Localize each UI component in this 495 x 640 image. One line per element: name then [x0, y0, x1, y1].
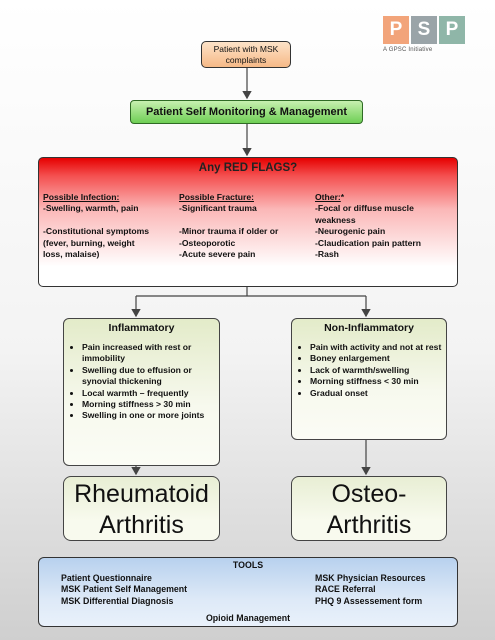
fracture-line: -Acute severe pain [179, 249, 256, 260]
logo-tile-p2: P [439, 16, 465, 44]
tools-box: TOOLS Patient Questionnaire MSK Patient … [38, 557, 458, 627]
infection-column: Possible Infection: -Swelling, warmth, p… [43, 192, 149, 260]
list-item: Lack of warmth/swelling [310, 365, 446, 376]
list-item: Boney enlargement [310, 353, 446, 364]
osteo-arthritis-box: Osteo- Arthritis [291, 476, 447, 541]
fracture-heading: Possible Fracture: [179, 192, 254, 202]
list-item: Gradual onset [310, 388, 446, 399]
list-item: Morning stiffness < 30 min [310, 376, 446, 387]
oa-line1: Osteo- [331, 480, 407, 508]
red-flags-title: Any RED FLAGS? [198, 162, 298, 174]
other-line: -Focal or diffuse muscle [315, 203, 414, 214]
list-item: Pain increased with rest or immobility [82, 342, 219, 365]
inflammatory-list: Pain increased with rest or immobility S… [64, 342, 219, 422]
patient-box-line2: complaints [225, 55, 267, 65]
other-line: -Claudication pain pattern [315, 237, 421, 248]
patient-msk-box: Patient with MSK complaints [201, 41, 291, 68]
other-line: weakness [315, 214, 356, 225]
non-inflammatory-panel: Non-Inflammatory Pain with activity and … [291, 318, 447, 440]
inflammatory-title: Inflammatory [108, 322, 175, 334]
other-column: Other:* -Focal or diffuse muscle weaknes… [315, 192, 421, 260]
other-heading-row: Other:* [315, 192, 421, 203]
logo-tile-p1: P [383, 16, 409, 44]
tools-right-column: MSK Physician Resources RACE Referral PH… [315, 573, 426, 607]
list-item: Pain with activity and not at rest [310, 342, 446, 353]
fracture-column: Possible Fracture: -Significant trauma -… [179, 192, 278, 260]
tools-title: TOOLS [232, 560, 264, 570]
fracture-line: -Significant trauma [179, 203, 257, 214]
list-item: Swelling due to effusion or synovial thi… [82, 365, 219, 388]
list-item: Local warmth – frequently [82, 388, 219, 399]
patient-box-line1: Patient with MSK [213, 44, 279, 54]
infection-heading: Possible Infection: [43, 192, 120, 202]
non-inflammatory-title: Non-Inflammatory [324, 322, 414, 334]
logo-tile-s: S [411, 16, 437, 44]
fracture-line: -Osteoporotic [179, 237, 236, 248]
oa-line2: Arthritis [326, 511, 412, 539]
ra-line1: Rheumatoid [74, 480, 209, 508]
psp-logo: P S P A GPSC Initiative [383, 16, 469, 56]
tool-opioid-management[interactable]: Opioid Management [205, 613, 291, 623]
tool-race-referral[interactable]: RACE Referral [315, 584, 376, 595]
other-heading: Other: [315, 192, 341, 202]
infection-line: -Constitutional symptoms [43, 226, 149, 237]
infection-line: -Swelling, warmth, pain [43, 203, 139, 214]
list-item: Swelling in one or more joints [82, 410, 219, 421]
infection-line: loss, malaise) [43, 249, 100, 260]
other-line: -Rash [315, 249, 339, 260]
self-monitoring-box: Patient Self Monitoring & Management [130, 100, 363, 124]
tool-phq9-form[interactable]: PHQ 9 Assessement form [315, 595, 423, 606]
non-inflammatory-list: Pain with activity and not at rest Boney… [292, 342, 446, 399]
infection-line: (fever, burning, weight [43, 237, 135, 248]
tools-left-column: Patient Questionnaire MSK Patient Self M… [61, 573, 187, 607]
fracture-line: -Minor trauma if older or [179, 226, 279, 237]
ra-line2: Arthritis [99, 511, 184, 539]
tool-msk-differential-diagnosis[interactable]: MSK Differential Diagnosis [61, 595, 174, 606]
rheumatoid-arthritis-box: Rheumatoid Arthritis [63, 476, 220, 541]
tool-msk-self-management[interactable]: MSK Patient Self Management [61, 584, 188, 595]
tool-patient-questionnaire[interactable]: Patient Questionnaire [61, 573, 152, 583]
inflammatory-panel: Inflammatory Pain increased with rest or… [63, 318, 220, 466]
logo-subtitle: A GPSC Initiative [383, 47, 433, 53]
other-asterisk: * [340, 192, 345, 202]
other-line: -Neurogenic pain [315, 226, 386, 237]
tool-msk-physician-resources[interactable]: MSK Physician Resources [315, 573, 426, 583]
list-item: Morning stiffness > 30 min [82, 399, 219, 410]
red-flags-box: Any RED FLAGS? Possible Infection: -Swel… [38, 157, 458, 287]
